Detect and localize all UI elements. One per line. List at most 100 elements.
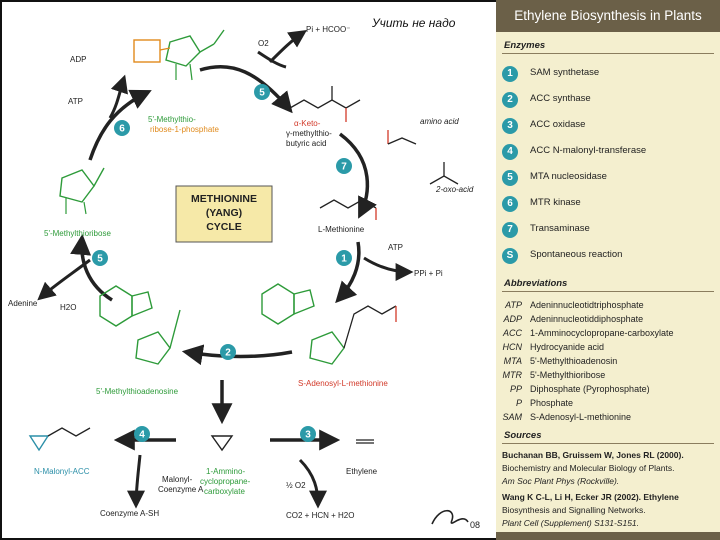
arrow-adenine-out [37,258,91,301]
abbreviations-rule [502,291,714,292]
label-malonyl-coa-2: Coenzyme A [158,485,204,494]
arrow-coa-out [127,454,146,509]
arrow-mta-to-mtr [70,233,113,302]
sources-title: Sources [504,430,542,441]
label-o2-top: O2 [258,39,269,48]
abbreviation-value: 5'-Methylthioribose [530,370,606,380]
enzyme-name: Spontaneous reaction [530,249,623,260]
structure-mtr [59,167,105,215]
source-line: Biosynthesis and Signalling Networks. [502,505,646,515]
step-badge: 1 [336,250,352,266]
step-badge-label: 6 [119,124,125,135]
structure-keto-acid [289,86,361,122]
abbreviation-row: HCN Hydrocyanide acid [496,342,720,355]
arrow-methionine-to-sam [335,241,361,304]
enzymes-rule [502,53,714,54]
arrow-pi-out [268,30,307,64]
yang-cycle-diagram: Учить не надо METHIONINE (YANG) CYCLE [8,16,480,530]
step-badge: 5 [254,84,270,100]
source-line: Am Soc Plant Phys (Rockville). [502,476,620,486]
enzyme-badge: 6 [502,196,518,212]
step-badge-circle [336,250,352,266]
arrow-mtr1p-to-keto [199,65,293,114]
structure-mtr1p [133,29,225,81]
abbreviation-row: ACC 1-Amminocyclopropane-carboxylate [496,328,720,341]
abbreviation-row: P Phosphate [496,398,720,411]
enzyme-name: SAM synthetase [530,67,600,78]
label-keto-2: γ-methylthio- [286,129,332,138]
step-badge-label: 2 [225,348,231,359]
abbreviation-value: Adeninnucleotidtriphosphate [530,300,644,310]
label-mta: 5'-Methylthioadenosine [96,387,179,396]
step-badge: 2 [220,344,236,360]
enzyme-item: 6 MTR kinase [502,195,714,213]
abbreviations-title: Abbreviations [504,278,568,289]
structure-amino-acid [387,130,417,145]
enzyme-badge: 1 [502,66,518,82]
label-half-o2: ½ O2 [286,481,306,490]
abbreviation-value: 1-Amminocyclopropane-carboxylate [530,328,674,338]
source-line: Buchanan BB, Gruissem W, Jones RL (2000)… [502,450,684,460]
structure-oxo-acid [429,162,459,185]
abbreviation-row: MTR 5'-Methylthioribose [496,370,720,383]
enzyme-item: 4 ACC N-malonyl-transferase [502,143,714,161]
arrow-adp-out [108,74,128,119]
label-atp-left: ATP [68,97,83,106]
step-badge-circle [336,158,352,174]
label-oxo-acid: 2-oxo-acid [435,185,474,194]
label-signature: 08 [470,520,480,530]
label-h2o: H2O [60,303,76,312]
abbreviation-value: Hydrocyanide acid [530,342,605,352]
abbreviation-key: PP [509,384,522,394]
step-badge-label: 1 [341,254,347,265]
label-acc-3: carboxylate [204,487,245,496]
abbreviation-key: HCN [502,342,523,352]
label-amino-acid: amino acid [420,117,459,126]
step-badge: 6 [114,120,130,136]
arrow-ethylene-products [298,458,327,509]
step-badge: 7 [336,158,352,174]
enzyme-item: 1 SAM synthetase [502,65,714,83]
enzyme-badge: 7 [502,222,518,238]
enzyme-badge: 2 [502,92,518,108]
abbreviation-key: P [515,398,522,408]
label-ethylene: Ethylene [346,467,378,476]
label-sam: S-Adenosyl-L-methionine [298,379,388,388]
label-n-malonyl-acc: N-Malonyl-ACC [34,467,90,476]
label-methionine: L-Methionine [318,225,365,234]
label-mtr1p-1: 5'-Methylthio- [148,115,196,124]
abbreviation-key: ACC [502,328,522,338]
label-mtr1p-2: ribose-1-phosphate [150,125,219,134]
source-line: Wang K C-L, Li H, Ecker JR (2002). Ethyl… [502,492,679,502]
arrow-o2-in [257,50,287,69]
step-badge-label: 5 [259,88,265,99]
step-badge-label: 4 [139,430,145,441]
label-adenine: Adenine [8,299,38,308]
step-badge-circle [134,426,150,442]
abbreviation-key: MTR [502,370,523,380]
step-badge-label: 5 [97,254,103,265]
abbreviation-value: Phosphate [530,398,574,408]
enzyme-item: S Spontaneous reaction [502,247,714,265]
panel-title: Ethylene Biosynthesis in Plants [496,0,720,32]
step-badge: 4 [134,426,150,442]
enzyme-name: Transaminase [530,223,590,234]
abbreviation-value: S-Adenosyl-L-methionine [530,412,632,422]
step-badge-label: 7 [341,162,347,173]
abbreviation-key: ADP [503,314,522,324]
label-acc-2: cyclopropane- [200,477,251,486]
enzyme-badge: 4 [502,144,518,160]
enzyme-badge: 3 [502,118,518,134]
legend-panel: Ethylene Biosynthesis in Plants Enzymes … [496,0,720,540]
enzyme-item: 7 Transaminase [502,221,714,239]
step-badge-circle [254,84,270,100]
enzymes-title: Enzymes [504,40,546,51]
abbreviation-value: Diphosphate (Pyrophosphate) [530,384,650,394]
enzyme-name: ACC N-malonyl-transferase [530,145,647,156]
abbreviation-key: MTA [503,356,522,366]
label-products: CO2 + HCN + H2O [286,511,354,520]
